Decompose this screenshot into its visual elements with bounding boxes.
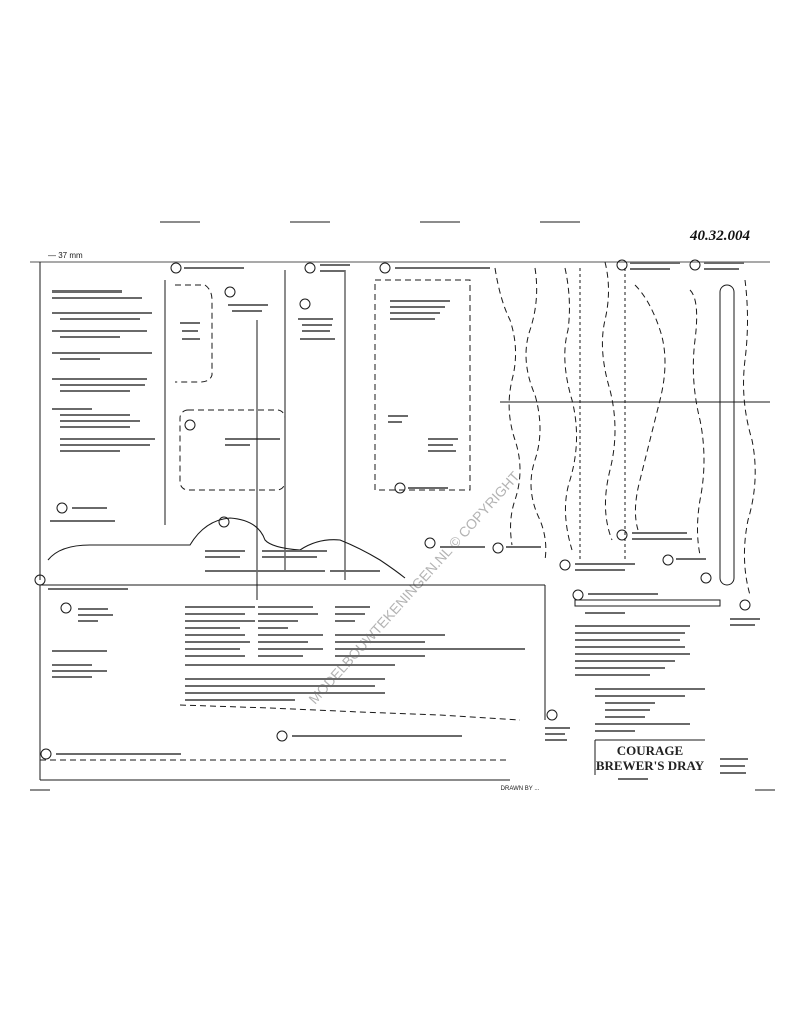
part-outlines-upper xyxy=(164,262,490,600)
handwritten-drawing-id: 40.32.004 xyxy=(689,228,751,244)
parts-schedule-panel xyxy=(34,574,546,781)
arch-part xyxy=(47,516,406,579)
instructions-panel xyxy=(39,262,155,580)
side-frame-parts xyxy=(424,259,770,626)
title-line-2: BREWER'S DRAY xyxy=(596,758,705,773)
notes-and-title-area xyxy=(545,589,721,775)
footer-note: DRAWN BY ... xyxy=(501,786,540,792)
title-block-side-notes xyxy=(618,758,748,780)
copyright-watermark: MODELBOUWTEKENINGEN.NL © COPYRIGHT xyxy=(305,468,523,707)
top-left-note: — 37 mm xyxy=(48,251,83,260)
registration-marks xyxy=(30,221,775,791)
title-line-1: COURAGE xyxy=(617,743,683,758)
